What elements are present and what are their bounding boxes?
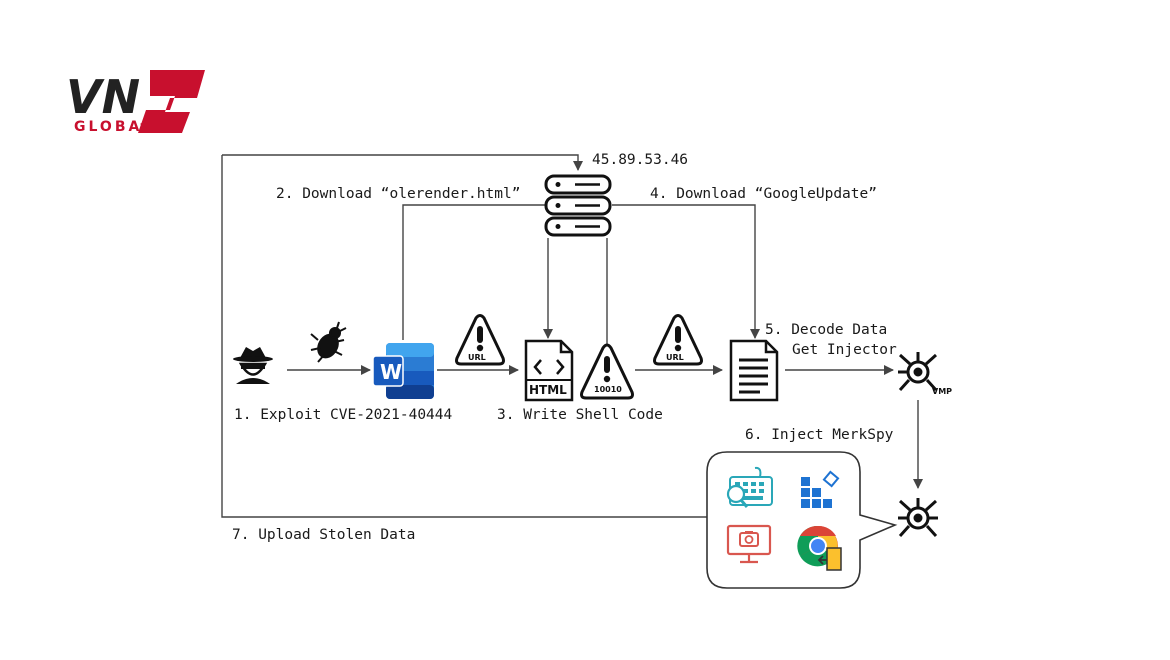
step2-label: 2. Download “olerender.html” xyxy=(276,186,520,202)
vncs-logo: VN GLOBAL xyxy=(66,70,205,135)
keylogger-icon xyxy=(726,466,773,508)
html-text: HTML xyxy=(529,383,567,397)
merkspy-icon xyxy=(898,498,938,538)
upload-to-server-line xyxy=(222,154,583,171)
step5-label-line2: Get Injector xyxy=(792,342,897,358)
logo-arrow-icon xyxy=(140,118,150,130)
injector-icon: VMP xyxy=(898,352,952,396)
vmp-text: VMP xyxy=(932,387,952,396)
upload-loop-line xyxy=(221,155,707,518)
server-ip-label: 45.89.53.46 xyxy=(592,152,688,168)
url-warning-icon: URL xyxy=(455,314,505,366)
step6-label: 6. Inject MerkSpy xyxy=(745,427,894,443)
tiles-icon xyxy=(801,470,840,508)
step5-label-line1: 5. Decode Data xyxy=(765,322,887,338)
binary-text: 10010 xyxy=(594,385,622,394)
connectors xyxy=(221,154,923,518)
step4-label: 4. Download “GoogleUpdate” xyxy=(650,186,877,202)
step1-label: 1. Exploit CVE-2021-40444 xyxy=(234,407,453,423)
logo-tagline: GLOBAL xyxy=(74,119,154,135)
word-document-icon: W xyxy=(372,343,434,399)
bug-icon xyxy=(310,321,347,363)
url-a-text: URL xyxy=(468,353,486,362)
server-icon xyxy=(544,174,612,237)
word-letter: W xyxy=(380,360,402,384)
document-icon xyxy=(729,339,779,402)
binary-warning-icon: 10010 xyxy=(580,343,634,400)
merkspy-callout-bubble xyxy=(706,451,898,589)
hacker-icon xyxy=(233,347,273,384)
step3-label: 3. Write Shell Code xyxy=(497,407,663,423)
download-olerender-line xyxy=(402,204,545,340)
chrome-icon xyxy=(797,525,842,571)
download-googleupdate-line xyxy=(612,204,760,339)
logo-vn-text: VN xyxy=(66,70,140,124)
logo-cs-shape xyxy=(138,70,205,133)
step7-label: 7. Upload Stolen Data xyxy=(232,527,415,543)
screenshot-icon xyxy=(726,524,772,564)
url-warning-icon-2: URL xyxy=(653,314,703,366)
html-file-icon: HTML xyxy=(524,339,574,402)
url-b-text: URL xyxy=(666,353,684,362)
